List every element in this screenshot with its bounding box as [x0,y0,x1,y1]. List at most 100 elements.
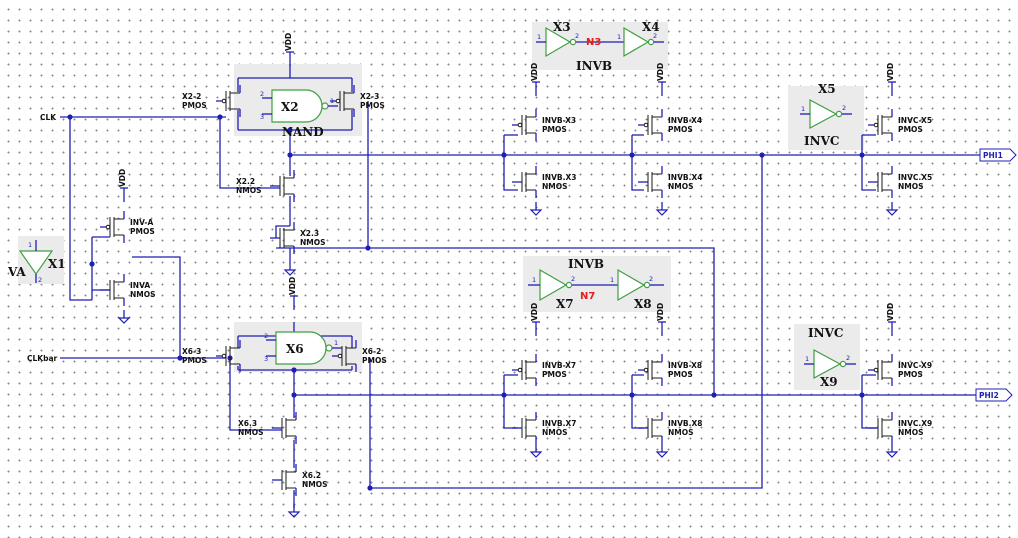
x3p-type: PMOS [542,125,567,134]
x5n-type: NMOS [898,182,924,191]
phi2-port[interactable] [975,388,1013,402]
n7-label: N7 [580,291,595,302]
x62n-ref: X6.2 [302,471,321,480]
x1-pin-in: 1 [28,241,32,249]
x2-pin-b: 3 [260,113,264,121]
x2-pin-a: 2 [260,90,264,98]
ground-symbol [655,444,669,458]
x22p-type: PMOS [182,101,207,110]
vdd-label: VDD [530,303,539,321]
vdd-supply: VDD [886,63,896,96]
x8-symbol [617,268,646,302]
x9n-ref: INVC.X9 [898,419,932,428]
x3p-ref: INVB-X3 [542,116,576,125]
x62p-type: PMOS [362,356,387,365]
x1-ref: X1 [48,257,66,271]
x8n-type: NMOS [668,428,694,437]
x6-pin-y: 1 [334,339,338,347]
vdd-label: VDD [288,277,297,295]
x9-pin-out: 2 [846,354,850,362]
x5p-ref: INVC-X5 [898,116,932,125]
phi2-label: PHI2 [979,391,999,400]
ground-symbol [655,202,669,216]
x8-pin-in: 1 [610,276,614,284]
x23p-ref: X2-3 [360,92,379,101]
invb-mid-name: INVB [568,257,604,271]
x5-pin-out: 2 [842,104,846,112]
x5-ref: X5 [818,82,836,96]
x3n-ref: INVB.X3 [542,173,576,182]
vdd-supply: VDD [530,303,540,336]
vdd-label: VDD [656,63,665,81]
vdd-supply: VDD [886,303,896,336]
x4p-type: PMOS [668,125,693,134]
x7n-type: NMOS [542,428,568,437]
x4-ref: X4 [642,20,660,34]
x22n-ref: X2.2 [236,177,255,186]
n3-label: N3 [586,37,601,48]
ground-symbol [283,262,297,276]
x3-pin-out: 2 [575,32,579,40]
vdd-supply: VDD [284,33,294,66]
vdd-label: VDD [118,169,127,187]
invan-type: NMOS [130,290,156,299]
x3n-type: NMOS [542,182,568,191]
x7p-ref: INVB-X7 [542,361,576,370]
x2-pin-y: 1 [330,97,334,105]
x3-ref: X3 [553,20,571,34]
x8n-ref: INVB.X8 [668,419,702,428]
x1-name: VA [7,265,26,279]
x3-pin-in: 1 [537,33,541,41]
vdd-supply: VDD [656,303,666,336]
x5n-ref: INVC.X5 [898,173,932,182]
x63p-type: PMOS [182,356,207,365]
x8p-ref: INVB-X8 [668,361,702,370]
phi1-label: PHI1 [983,151,1003,160]
phi1-port[interactable] [979,148,1017,162]
x4-symbol [623,26,650,58]
x7n-ref: INVB.X7 [542,419,576,428]
x63n-type: NMOS [238,428,264,437]
x4p-ref: INVB-X4 [668,116,702,125]
invan-ref: INVA [130,281,150,290]
x1-pin-out: 2 [38,276,42,284]
x6-ref: X6 [286,342,304,356]
ground-symbol [117,310,131,324]
vdd-supply: VDD [118,169,128,202]
x7-pin-in: 1 [532,276,536,284]
invap-ref: INV-A [130,218,153,227]
ground-symbol [885,444,899,458]
x5-pin-in: 1 [801,105,805,113]
x22n-type: NMOS [236,186,262,195]
x5p-type: PMOS [898,125,923,134]
x22p-ref: X2-2 [182,92,201,101]
invap-type: PMOS [130,227,155,236]
x9-ref: X9 [820,375,838,389]
x9p-ref: INVC-X9 [898,361,932,370]
vdd-label: VDD [530,63,539,81]
x2-ref: X2 [281,100,299,114]
ground-symbol [885,202,899,216]
vdd-supply: VDD [530,63,540,96]
x4n-type: NMOS [668,182,694,191]
x8-pin-out: 2 [649,275,653,283]
vdd-label: VDD [886,63,895,81]
ground-symbol [287,504,301,518]
x9n-type: NMOS [898,428,924,437]
